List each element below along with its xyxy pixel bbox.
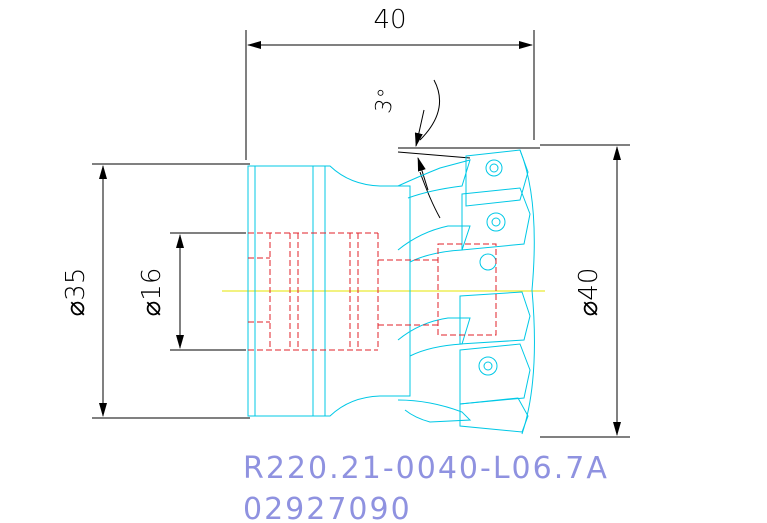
- flute-2: [397, 225, 471, 263]
- angle-label: 3°: [371, 86, 400, 115]
- bore-diameter-dimension: [170, 232, 246, 351]
- screw-1: [485, 159, 503, 177]
- length-label: 40: [373, 5, 406, 35]
- angle-arrow-bottom: [417, 157, 429, 191]
- screw-4-inner: [483, 361, 493, 371]
- insert-5: [459, 397, 529, 433]
- angle-arrow-top: [414, 109, 425, 147]
- part-code: R220.21-0040-L06.7A: [243, 451, 609, 486]
- screw-4: [478, 356, 498, 376]
- insert-2: [461, 187, 531, 251]
- shank-diameter-dimension: [92, 163, 250, 419]
- insert-1: [465, 149, 529, 207]
- length-dimension: [100, 30, 535, 165]
- flute-1: [397, 159, 471, 199]
- shank-outline: [247, 165, 411, 417]
- flute-4: [397, 399, 472, 423]
- part-number: 02927090: [243, 492, 412, 523]
- insert-3: [459, 291, 531, 345]
- angle-arc-lower: [419, 171, 441, 219]
- angle-arc: [419, 79, 441, 141]
- flute-3: [397, 317, 471, 357]
- counterbore: [437, 243, 497, 336]
- angle-leader: [397, 151, 471, 159]
- cutter-body: [247, 149, 535, 435]
- screw-2-inner: [491, 217, 501, 227]
- shank-diameter-label: ⌀35: [61, 268, 91, 317]
- hidden-lines: [248, 232, 497, 351]
- cutting-diameter-dimension: [540, 144, 630, 438]
- screw-3: [479, 253, 497, 271]
- insert-4: [459, 343, 531, 405]
- cutting-diameter-label: ⌀40: [574, 268, 604, 317]
- screw-2: [486, 212, 506, 232]
- cutter-front-edge: [519, 149, 535, 435]
- screw-1-inner: [489, 163, 499, 173]
- bore-diameter-label: ⌀16: [137, 268, 167, 317]
- angle-dimension: [397, 79, 540, 219]
